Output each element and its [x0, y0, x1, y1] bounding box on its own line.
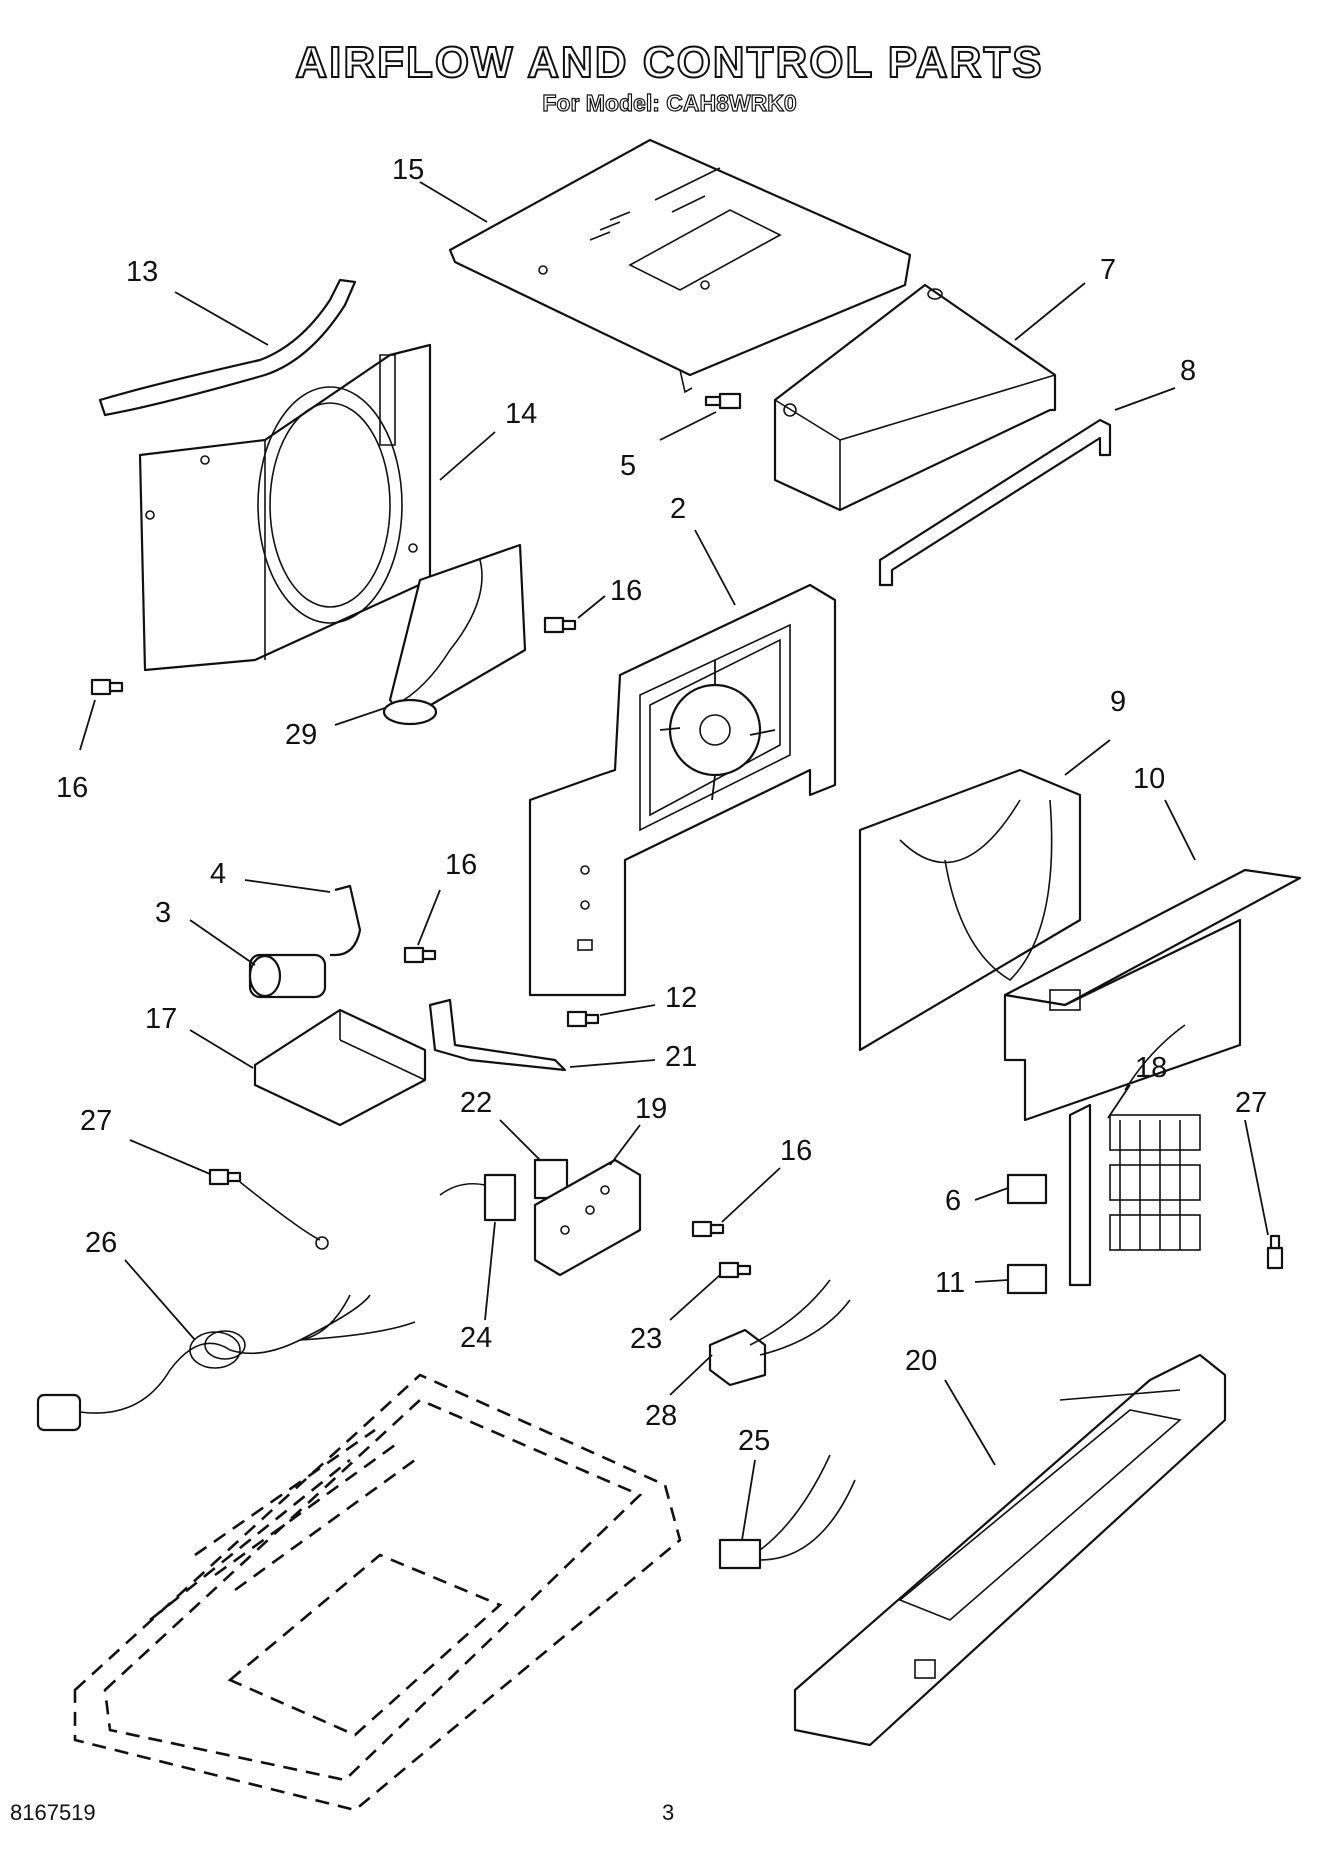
part-13-gasket[interactable] [98, 278, 357, 417]
part-24-switch[interactable] [439, 1173, 517, 1222]
callout-26: 26 [85, 1227, 117, 1259]
callout-29: 29 [285, 719, 317, 751]
part-16-screw-d[interactable] [691, 1220, 725, 1238]
part-4-capacitor-clamp[interactable] [330, 884, 362, 957]
callout-13: 13 [126, 256, 158, 288]
part-19-control-bracket[interactable] [533, 1158, 642, 1277]
part-8-bracket-bar[interactable] [878, 418, 1112, 587]
page-title: AIRFLOW AND CONTROL PARTS [294, 37, 1044, 88]
leader-lines [79, 181, 1269, 1541]
callout-16-d: 16 [780, 1135, 812, 1167]
part-21-thermostat-clip[interactable] [428, 998, 567, 1072]
part-16-screw-a[interactable] [543, 616, 577, 634]
callout-23: 23 [630, 1323, 662, 1355]
callout-16-c: 16 [445, 849, 477, 881]
callout-19: 19 [635, 1093, 667, 1125]
document-number: 8167519 [10, 1800, 96, 1825]
part-17-capacitor-bracket[interactable] [253, 1008, 427, 1127]
callout-3: 3 [155, 897, 171, 929]
callout-16-a: 16 [610, 575, 642, 607]
callout-12: 12 [665, 982, 697, 1014]
callout-11: 11 [935, 1267, 965, 1299]
part-16-screw-b[interactable] [90, 678, 124, 696]
part-23-screw[interactable] [718, 1261, 752, 1279]
callout-28: 28 [645, 1400, 677, 1432]
part-11-thermal-fuse[interactable] [1006, 1263, 1048, 1295]
callout-20: 20 [905, 1345, 937, 1377]
callout-18: 18 [1135, 1052, 1167, 1084]
callout-5: 5 [620, 450, 636, 482]
part-7-control-cover[interactable] [773, 283, 1057, 512]
callout-15: 15 [392, 154, 424, 186]
base-pan-dashed-outline [73, 1373, 682, 1812]
callout-14: 14 [505, 398, 537, 430]
model-subtitle: For Model: CAH8WRK0 [542, 89, 797, 116]
part-20-drain-pan[interactable] [793, 1353, 1227, 1747]
part-29-air-guide[interactable] [382, 543, 527, 726]
callout-7: 7 [1100, 254, 1116, 286]
callout-2: 2 [670, 493, 686, 525]
part-10-heater-bracket[interactable] [1003, 868, 1302, 1122]
page-number: 3 [662, 1800, 675, 1825]
part-12-screw[interactable] [566, 1010, 600, 1028]
callout-21: 21 [665, 1041, 697, 1073]
part-18-heater-element[interactable] [1068, 1103, 1201, 1287]
callout-8: 8 [1180, 355, 1196, 387]
part-6-limit-switch[interactable] [1006, 1173, 1048, 1205]
part-3-capacitor[interactable] [248, 953, 327, 999]
callout-27-a: 27 [80, 1105, 112, 1137]
callout-labels: 15 13 7 8 14 5 2 16 29 16 9 10 4 16 3 12… [56, 154, 1267, 1457]
callout-16-b: 16 [56, 772, 88, 804]
part-14-fan-shroud[interactable] [138, 343, 432, 672]
callout-17: 17 [145, 1003, 177, 1035]
part-9-blower-housing[interactable] [858, 768, 1082, 1052]
callout-4: 4 [210, 858, 226, 890]
part-28-thermostat-harness[interactable] [708, 1279, 851, 1387]
callout-24: 24 [460, 1322, 492, 1354]
part-26-power-cord[interactable] [36, 1181, 416, 1432]
part-5-screw[interactable] [704, 392, 742, 410]
part-2-bulkhead[interactable] [528, 583, 837, 997]
callout-6: 6 [945, 1185, 961, 1217]
part-15-top-cover[interactable] [448, 138, 912, 394]
part-25-wire-connector[interactable] [718, 1454, 856, 1570]
callout-10: 10 [1133, 763, 1165, 795]
callout-22: 22 [460, 1087, 492, 1119]
part-27-screw-right[interactable] [1266, 1234, 1284, 1270]
part-27-screw-left[interactable] [208, 1168, 242, 1186]
callout-27-b: 27 [1235, 1087, 1267, 1119]
callout-9: 9 [1110, 686, 1126, 718]
callout-25: 25 [738, 1425, 770, 1457]
part-16-screw-c[interactable] [403, 946, 437, 964]
